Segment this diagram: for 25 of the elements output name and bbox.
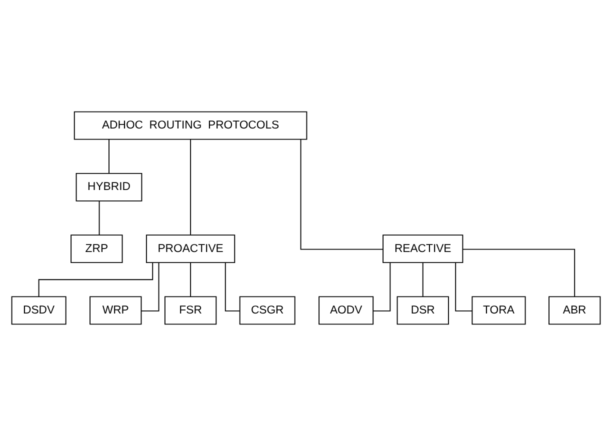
connector: [462, 248, 576, 298]
connector: [38, 262, 154, 297]
connector: [455, 262, 473, 312]
node-box: WRP: [90, 296, 142, 325]
node-box: TORA: [472, 296, 526, 325]
connector: [224, 262, 240, 312]
connector: [141, 262, 160, 312]
connector: [190, 138, 192, 236]
node-box: CSGR: [239, 296, 296, 325]
node-box: REACTIVE: [382, 234, 464, 264]
connector: [108, 139, 110, 174]
connector: [422, 262, 424, 297]
connector: [300, 139, 384, 250]
node-box: AODV: [318, 296, 374, 325]
node-box: DSR: [396, 296, 449, 325]
node-box: ADHOC ROUTING PROTOCOLS: [74, 111, 308, 140]
node-box: HYBRID: [76, 172, 142, 202]
node-box: FSR: [164, 296, 217, 325]
connector: [98, 200, 100, 236]
node-box: ABR: [548, 296, 601, 325]
connector: [372, 262, 391, 312]
node-box: ZRP: [70, 234, 123, 264]
connector: [190, 262, 192, 297]
node-box: DSDV: [11, 296, 66, 325]
node-box: PROACTIVE: [146, 234, 236, 264]
